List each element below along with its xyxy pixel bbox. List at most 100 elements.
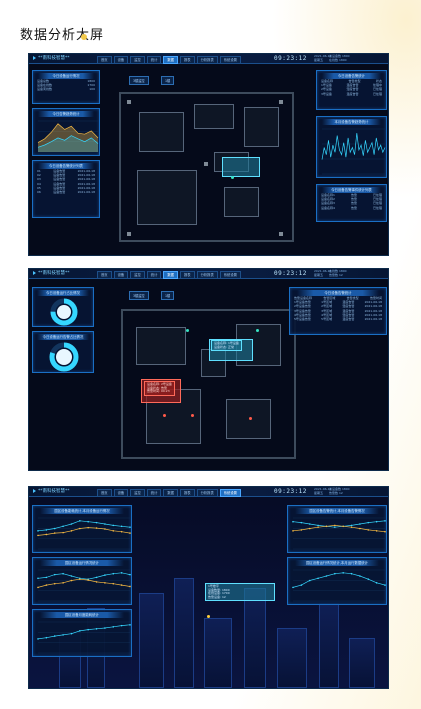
- wall: [119, 92, 294, 94]
- nav-tab[interactable]: 报表: [179, 271, 195, 279]
- series-line: [37, 123, 99, 143]
- table-row[interactable]: 3号设备温度告警已处理: [317, 92, 386, 96]
- device-marker[interactable]: [231, 176, 234, 179]
- table-row[interactable]: 1号设备温度告警处理中: [317, 83, 386, 87]
- nav-tab[interactable]: 首页: [97, 489, 112, 497]
- room[interactable]: [226, 399, 271, 439]
- nav-tab[interactable]: 数据: [163, 489, 178, 497]
- data-point: [317, 577, 319, 580]
- nav-tab[interactable]: 首页: [97, 56, 112, 64]
- nav-tab[interactable]: 监控: [130, 489, 145, 497]
- building-marker[interactable]: [207, 615, 210, 618]
- nav-tab[interactable]: 分析报表: [196, 56, 218, 64]
- nav-tab[interactable]: 统计: [146, 489, 162, 497]
- alarm-marker[interactable]: [191, 414, 194, 417]
- nav-tab[interactable]: 分析报表: [196, 489, 218, 497]
- nav-tab[interactable]: 系统设置: [219, 271, 241, 279]
- cell: 2021-06-18: [77, 169, 95, 173]
- data-point: [45, 576, 48, 579]
- cell: 设备告警: [53, 173, 66, 178]
- brand-arrow-icon: [33, 488, 36, 493]
- map-chip-floor[interactable]: 3楼监控: [129, 76, 149, 85]
- nav-tab[interactable]: 报表: [179, 489, 195, 497]
- nav-tab-active[interactable]: 系统设置: [219, 489, 241, 497]
- nav-tab[interactable]: 设备: [113, 56, 129, 64]
- nav-tab[interactable]: 统计: [146, 56, 162, 64]
- alarm-ratio-donut[interactable]: [33, 340, 95, 374]
- running-stats-chart[interactable]: [288, 566, 388, 606]
- series-line: [37, 578, 131, 588]
- data-point: [359, 575, 361, 577]
- wall: [294, 309, 296, 459]
- room[interactable]: [136, 327, 186, 365]
- building-popup[interactable]: 1号楼宇 设备数量: 1800 在线设备: 1700 告警设备: 12: [205, 583, 275, 602]
- device-popup[interactable]: 设备名称: 1号设备 设备状态: 正常: [211, 340, 242, 352]
- nav-tab[interactable]: 首页: [97, 271, 112, 279]
- nav-tab[interactable]: 系统设置: [219, 56, 241, 64]
- nav-tab[interactable]: 监控: [130, 271, 145, 279]
- popup-line: 告警设备: 12: [208, 594, 226, 599]
- dashboard-screen-1: **南科技智慧** 首页 设备 监控 统计 数据 报表 分析报表 系统设置 09…: [28, 53, 389, 256]
- brand-logo[interactable]: **南科技智慧**: [33, 270, 70, 276]
- nav-tab[interactable]: 报表: [179, 56, 195, 64]
- device-marker[interactable]: [256, 329, 259, 332]
- data-point: [104, 627, 106, 629]
- nav-tab-active[interactable]: 数据: [163, 56, 178, 64]
- device-highlight-zone[interactable]: [222, 157, 260, 177]
- floor-plan[interactable]: [119, 92, 294, 242]
- cell: 2021-06-18: [77, 185, 95, 190]
- room[interactable]: [244, 107, 279, 147]
- cell: 已处理: [372, 91, 382, 96]
- device-marker[interactable]: [186, 329, 189, 332]
- table-row[interactable]: 2号设备湿度告警已处理: [317, 87, 386, 91]
- map-chip-floor[interactable]: 3楼监控: [129, 291, 149, 300]
- nav-tab-active[interactable]: 数据: [163, 271, 178, 279]
- weekday-line: 星期五: [314, 57, 324, 62]
- monthly-energy-chart[interactable]: [33, 618, 133, 658]
- alarm-trend-chart[interactable]: [33, 117, 101, 157]
- monthly-trend-chart[interactable]: [317, 125, 388, 179]
- running-chart[interactable]: [33, 566, 133, 606]
- map-chip-level[interactable]: 1楼: [161, 291, 175, 300]
- energy-chart[interactable]: [33, 514, 133, 554]
- data-point: [45, 636, 48, 639]
- cell: 2021-06-18: [364, 304, 382, 309]
- nav-tab[interactable]: 设备: [113, 271, 129, 279]
- clock: 09:23:12: [274, 270, 307, 277]
- alarm-chart[interactable]: [288, 514, 388, 554]
- room[interactable]: [224, 187, 259, 217]
- nav-tab[interactable]: 分析报表: [196, 271, 218, 279]
- nav-tab[interactable]: 统计: [146, 271, 162, 279]
- alarm-popup[interactable]: 设备名称: 2号设备 设备状态: 告警 告警时间: 09:23: [144, 381, 175, 396]
- data-point: [79, 630, 81, 632]
- alarm-marker[interactable]: [249, 417, 252, 420]
- nav-tab[interactable]: 监控: [130, 56, 145, 64]
- map-chip-level[interactable]: 1楼: [161, 76, 175, 85]
- nav-tab[interactable]: 设备: [113, 489, 129, 497]
- room[interactable]: [137, 170, 197, 225]
- brand-logo[interactable]: **南科技智慧**: [33, 55, 70, 61]
- room[interactable]: [139, 112, 184, 152]
- room[interactable]: [194, 104, 234, 129]
- brand-logo[interactable]: **南科技智慧**: [33, 488, 70, 494]
- popup-line: 设备数量: 1800: [208, 587, 230, 592]
- top-bar: **南科技智慧** 首页 设备 监控 统计 数据 报表 分析报表 系统设置 09…: [29, 269, 388, 279]
- running-ratio-donut[interactable]: [33, 296, 95, 328]
- data-point: [112, 626, 115, 628]
- alarm-marker[interactable]: [163, 414, 166, 417]
